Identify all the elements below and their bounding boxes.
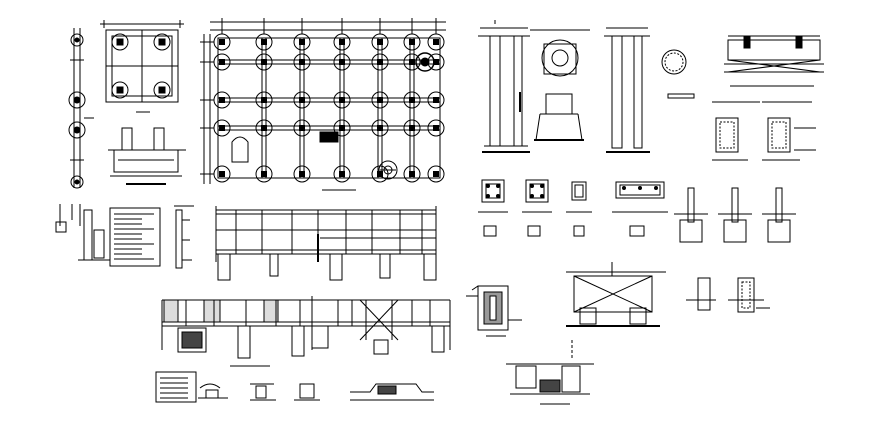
beam-detail-top-right — [724, 35, 824, 87]
sump-section-center — [566, 262, 666, 358]
pile-cap-detail — [530, 29, 590, 141]
pile-footing — [255, 53, 273, 71]
pile-footing — [427, 53, 445, 71]
footing-sections-right — [712, 101, 816, 161]
pile-footing — [427, 119, 445, 137]
pile-footing — [333, 119, 351, 137]
pile-footing — [403, 53, 421, 71]
pile-footing — [213, 53, 231, 71]
pile-footing — [293, 165, 311, 183]
long-elevation-bottom — [161, 296, 451, 367]
pile-footing — [371, 91, 389, 109]
pile-footing — [293, 91, 311, 109]
column-detail-a — [478, 20, 530, 153]
column-sections-row — [478, 179, 668, 237]
pile-footing — [403, 119, 421, 137]
left-small-details — [55, 204, 110, 261]
footing-section-small — [108, 127, 186, 185]
foundation-plan-main — [200, 18, 446, 191]
bottom-detail-center — [506, 363, 594, 405]
pile-footing — [333, 33, 351, 51]
pile-footing — [427, 33, 445, 51]
column-strip-left — [68, 28, 94, 189]
pile-footing — [293, 119, 311, 137]
pile-footing — [403, 165, 421, 183]
pedestal-details-right — [674, 187, 796, 313]
pile-footing — [403, 91, 421, 109]
pile-footing — [255, 33, 273, 51]
pile-footing — [213, 165, 231, 183]
footing-plan-small — [100, 20, 184, 113]
stair-detail — [174, 205, 194, 269]
pile-footing — [371, 119, 389, 137]
pile-footing — [255, 165, 273, 183]
pile-footing — [333, 53, 351, 71]
pile-footing — [213, 33, 231, 51]
pile-footing — [213, 91, 231, 109]
pile-footing — [255, 119, 273, 137]
pile-footing — [403, 33, 421, 51]
pile-footing — [333, 165, 351, 183]
pile-footing — [371, 53, 389, 71]
pile-footing — [293, 53, 311, 71]
misc-details-bottom — [198, 383, 434, 401]
pile-footing — [293, 33, 311, 51]
notes-table — [109, 207, 197, 403]
column-detail-b — [604, 27, 695, 153]
pile-footing — [371, 33, 389, 51]
pile-footing — [213, 119, 231, 137]
pit-detail-center — [466, 285, 522, 337]
pile-footing — [255, 91, 273, 109]
pile-footing — [333, 91, 351, 109]
pile-footing — [427, 165, 445, 183]
long-elevation-middle — [215, 206, 437, 281]
pile-footing — [427, 91, 445, 109]
